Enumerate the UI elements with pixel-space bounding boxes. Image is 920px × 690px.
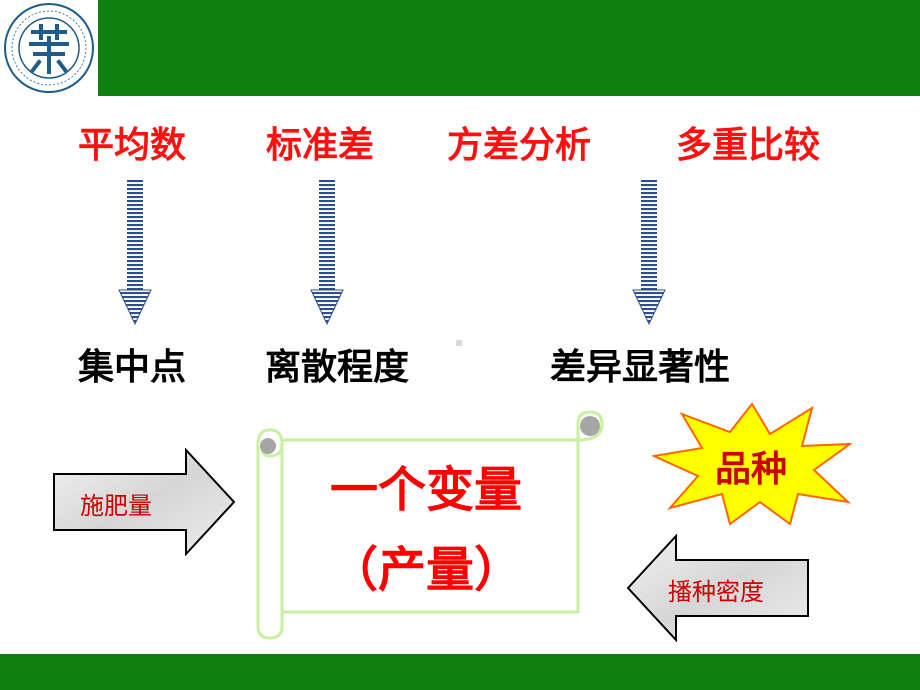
term-multiple-comparison: 多重比较 [676,125,821,166]
left-arrow-label: 施肥量 [80,492,152,520]
right-arrow-label: 播种密度 [668,578,764,606]
term-mean: 平均数 [78,125,187,166]
right-pointing-arrow-icon [53,448,236,556]
concept-central-point: 集中点 [78,347,187,388]
starburst-icon [652,402,852,526]
logo-container [0,0,98,96]
center-subtitle: （产量） [329,542,522,598]
center-title: 一个变量 [329,462,522,518]
concept-dispersion: 离散程度 [265,347,410,388]
down-arrow-icon [632,180,666,326]
header-bar [0,0,920,96]
down-arrow-icon [118,180,152,326]
footer-bar [0,654,920,690]
down-arrow-icon [310,180,344,326]
decorative-dot [456,340,462,346]
term-anova: 方差分析 [447,125,592,166]
university-seal-icon [4,3,94,93]
term-std-dev: 标准差 [266,125,375,166]
concept-significance: 差异显著性 [550,347,731,388]
left-pointing-arrow-icon [626,534,809,642]
scroll-banner [256,410,604,640]
star-label: 品种 [714,449,787,490]
